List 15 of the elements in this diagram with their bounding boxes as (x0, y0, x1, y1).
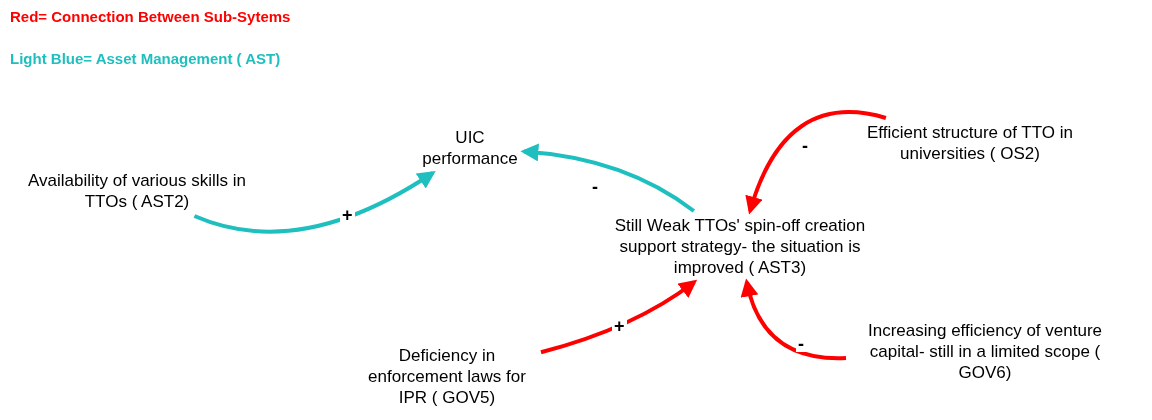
node-text: Deficiency in enforcement laws for IPR ( GOV5) (357, 345, 537, 408)
node-text: Still Weak TTOs' spin-off creation support strategy- the situation is improved ( AST3) (590, 215, 890, 278)
legend-text: Red= Connection Between Sub-Sytems (10, 8, 291, 25)
arrow (745, 110, 887, 215)
arrow (540, 279, 698, 355)
arrow (193, 171, 436, 234)
arrow (520, 143, 696, 213)
node-text: Availability of various skills in TTOs ( AST2) (22, 170, 252, 212)
node-text: UIC performance (420, 127, 520, 169)
edge-label: + (612, 318, 627, 334)
legend-text: Light Blue= Asset Management ( AST) (10, 50, 281, 67)
arrow (741, 278, 846, 361)
edge-label: + (340, 207, 355, 223)
node-text: Efficient structure of TTO in universities ( OS2) (850, 122, 1090, 164)
node-text: Increasing efficiency of venture capital- still in a limited scope ( GOV6) (850, 320, 1120, 383)
